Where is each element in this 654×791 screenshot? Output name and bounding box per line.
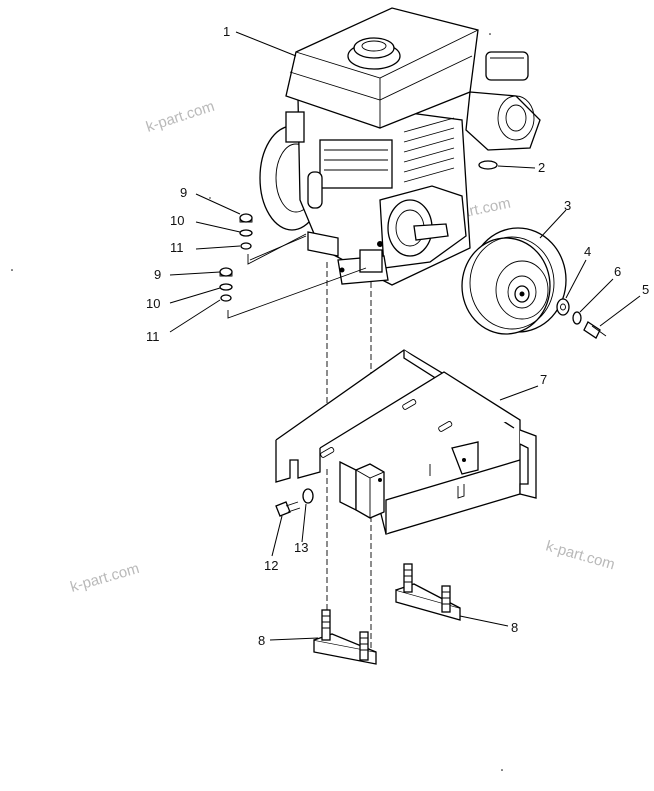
- label-part-4: 4: [584, 244, 591, 259]
- label-part-10-upper: 10: [170, 213, 184, 228]
- frame-fasteners: [275, 488, 314, 517]
- watermark-left: k-part.com: [68, 560, 141, 596]
- scan-specks: [11, 33, 503, 771]
- label-part-2: 2: [538, 160, 545, 175]
- label-part-10-lower: 10: [146, 296, 160, 311]
- pulley-part-3: [461, 227, 567, 335]
- label-part-1: 1: [223, 24, 230, 39]
- label-part-9-upper: 9: [180, 185, 187, 200]
- engine-part-1: [259, 7, 541, 286]
- stud-plate-part-8-left: [313, 609, 377, 665]
- label-part-12: 12: [264, 558, 278, 573]
- stud-plate-part-8-right: [395, 563, 461, 621]
- label-part-8-left: 8: [258, 633, 265, 648]
- label-part-11-upper: 11: [170, 240, 184, 255]
- watermark-top: k-part.com: [144, 98, 217, 136]
- pulley-fasteners: [556, 298, 607, 339]
- bolt-part-12: [275, 501, 291, 517]
- leader-lines: [169, 31, 641, 641]
- washer-part-4: [556, 298, 570, 316]
- base-frame-part-7: [275, 349, 537, 535]
- o-ring-part-2: [478, 160, 498, 170]
- label-part-8-right: 8: [511, 620, 518, 635]
- nut-part-13: [302, 488, 314, 504]
- lock-washer-part-6: [572, 311, 582, 325]
- label-part-9-lower: 9: [154, 267, 161, 282]
- label-part-6: 6: [614, 264, 621, 279]
- label-part-11-lower: 11: [146, 329, 160, 344]
- label-part-13: 13: [294, 540, 308, 555]
- label-part-3: 3: [564, 198, 571, 213]
- nut-guide-lines: [227, 233, 367, 319]
- label-part-5: 5: [642, 282, 649, 297]
- part-labels: 1 2 3 4 5 6 7 8 8 9 9 10 10 11 11 12 13: [146, 24, 649, 648]
- bolt-part-5: [583, 321, 601, 339]
- engine-nut-set-upper: [239, 213, 253, 250]
- engine-nut-set-lower: [219, 267, 233, 302]
- watermark-right: k-part.com: [544, 538, 617, 574]
- label-part-7: 7: [540, 372, 547, 387]
